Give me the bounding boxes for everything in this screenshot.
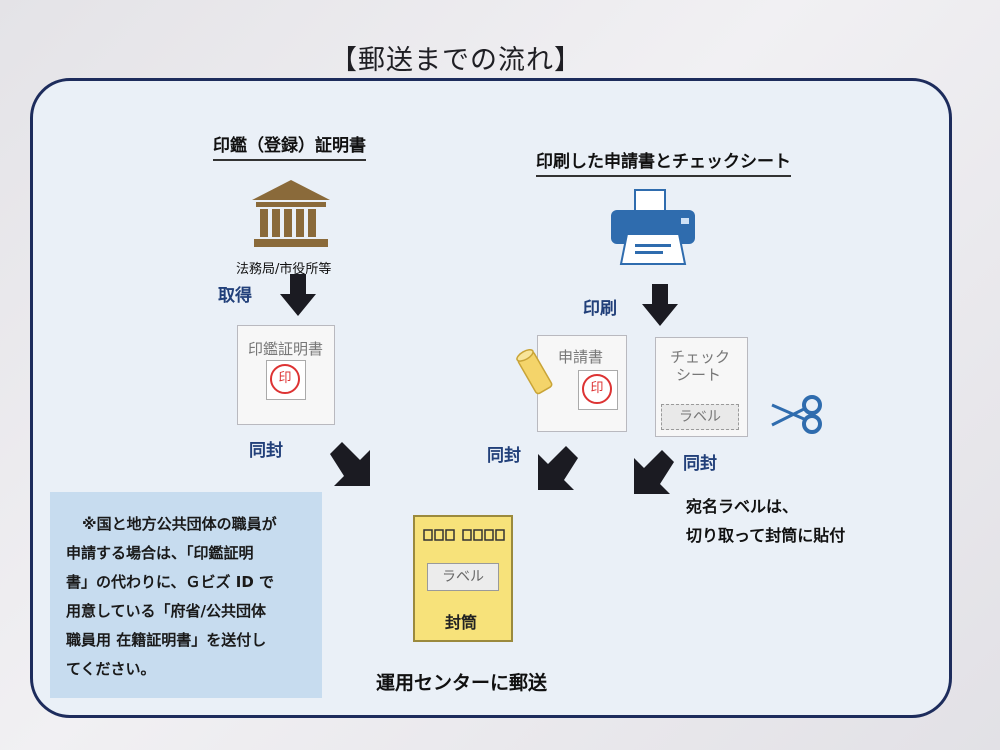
mail-destination: 運用センターに郵送 (376, 668, 547, 695)
print-label: 印刷 (583, 294, 617, 319)
scissors-icon (768, 393, 828, 435)
check-sheet-doc: チェック シート ラベル (655, 337, 748, 437)
address-note-line2: 切り取って封筒に貼付 (686, 521, 845, 550)
arrow-diag-app (532, 444, 582, 492)
printer-icon (607, 188, 699, 266)
postal-code-boxes (423, 529, 509, 543)
arrow-diag-left (326, 440, 376, 488)
application-doc-title: 申請書 (558, 346, 603, 367)
enclose-label-app: 同封 (487, 441, 521, 466)
building-icon (250, 178, 332, 250)
note-line2: 申請する場合は、「印鑑証明 (66, 539, 306, 568)
note-line5: 職員用 在籍証明書」を送付し (66, 626, 306, 655)
note-line4: 用意している「府省/公共団体 (66, 597, 306, 626)
enclose-label-left: 同封 (249, 436, 283, 461)
note-line1: ※国と地方公共団体の職員が (66, 510, 306, 539)
arrow-down-acquire (278, 274, 318, 318)
envelope-label: ラベル (427, 563, 499, 591)
envelope-name: 封筒 (445, 609, 477, 633)
seal-certificate-title: 印鑑証明書 (248, 338, 323, 359)
address-note-line1: 宛名ラベルは、 (686, 492, 845, 521)
envelope-icon: ラベル 封筒 (413, 515, 513, 642)
note-line6: てください。 (66, 655, 306, 684)
seal-certificate-doc: 印鑑証明書 印 (237, 325, 335, 425)
acquire-label: 取得 (218, 281, 252, 306)
staff-note: ※国と地方公共団体の職員が 申請する場合は、「印鑑証明 書」の代わりに、Ｇビズ … (50, 492, 322, 698)
check-sheet-line2: シート (676, 364, 721, 385)
arrow-diag-check (628, 448, 678, 496)
enclose-label-check: 同封 (683, 449, 717, 474)
left-header: 印鑑（登録）証明書 (213, 131, 366, 161)
arrow-down-print (640, 284, 680, 328)
right-header: 印刷した申請書とチェックシート (536, 147, 791, 177)
seal-mark-app: 印 (582, 374, 612, 404)
note-line3: 書」の代わりに、Ｇビズ ID で (66, 568, 306, 597)
seal-mark: 印 (270, 364, 300, 394)
address-label-note: 宛名ラベルは、 切り取って封筒に貼付 (686, 492, 845, 550)
page-title: 【郵送までの流れ】 (330, 38, 582, 77)
address-label-cutout: ラベル (661, 404, 739, 430)
glue-stick-icon (511, 345, 557, 397)
